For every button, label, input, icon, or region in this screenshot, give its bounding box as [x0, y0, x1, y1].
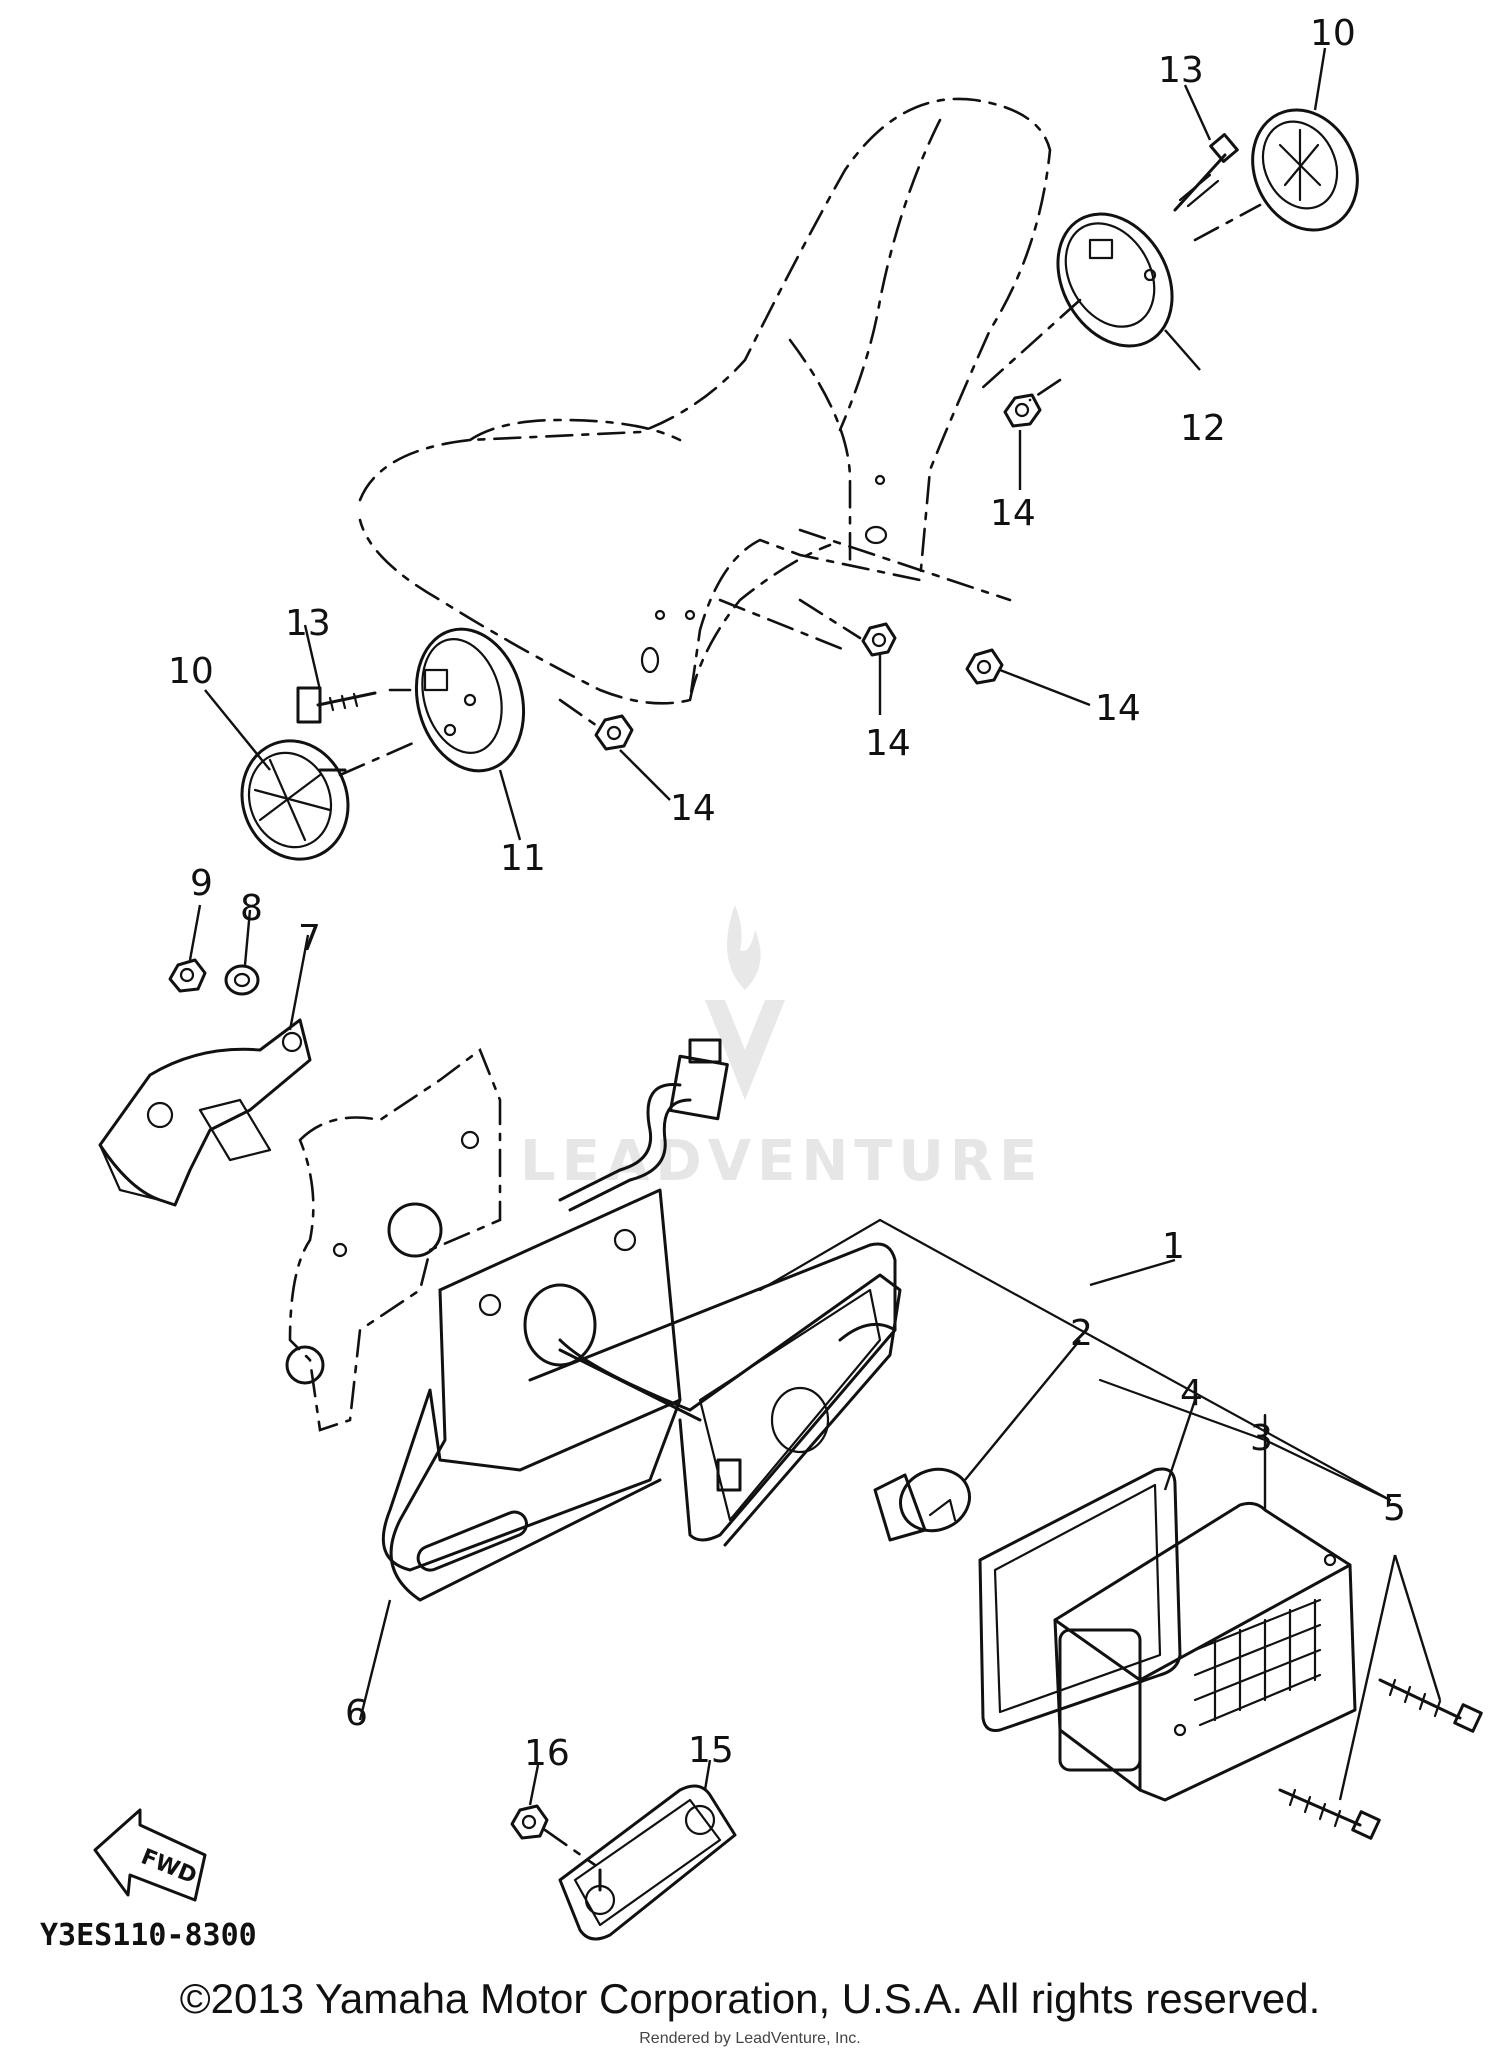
label-part-2: 2 — [1070, 1313, 1093, 1354]
rendered-by-note: Rendered by LeadVenture, Inc. — [639, 2030, 861, 2047]
label-part-9: 9 — [190, 863, 213, 904]
label-part-14-b: 14 — [670, 788, 716, 829]
label-part-13-right: 13 — [1158, 50, 1204, 91]
plate-bracket-6 — [381, 1188, 682, 1602]
label-part-15: 15 — [688, 1730, 734, 1771]
nut-16 — [510, 1804, 597, 1867]
label-part-1: 1 — [1162, 1226, 1185, 1267]
label-part-11: 11 — [500, 838, 546, 879]
label-part-10-right: 10 — [1310, 13, 1356, 54]
label-part-14-d: 14 — [1095, 688, 1141, 729]
figure-code: Y3ES110-8300 — [40, 1918, 257, 1953]
tail-light-housing-1 — [528, 1242, 902, 1547]
nut-14-left — [558, 698, 634, 751]
fwd-arrow-icon: FWD — [93, 1808, 207, 1902]
watermark-text: LEADVENTURE — [520, 1129, 1043, 1194]
lens-3 — [1053, 1501, 1357, 1802]
copyright-notice: ©2013 Yamaha Motor Corporation, U.S.A. A… — [179, 1975, 1321, 2022]
label-part-14-c: 14 — [865, 723, 911, 764]
label-part-3: 3 — [1250, 1418, 1273, 1459]
nut-14-middle — [798, 598, 897, 657]
part-number-labels: 10 13 12 14 13 10 11 14 14 14 9 8 7 1 2 … — [168, 13, 1406, 1774]
left-turn-signal — [240, 627, 526, 861]
frame-bracket — [285, 1047, 502, 1432]
washer-8 — [224, 964, 260, 996]
label-part-14-a: 14 — [990, 493, 1036, 534]
label-part-16: 16 — [524, 1733, 570, 1774]
nut-14-right — [965, 648, 1004, 685]
label-part-8: 8 — [240, 888, 263, 929]
label-part-12: 12 — [1180, 408, 1226, 449]
screws-5 — [1278, 1678, 1483, 1840]
label-part-4: 4 — [1180, 1373, 1203, 1414]
nut-14-upper — [1003, 393, 1042, 428]
label-part-7: 7 — [298, 918, 321, 959]
reflector-15 — [558, 1784, 737, 1941]
rear-fender — [358, 97, 1052, 705]
leader-lines — [188, 47, 1442, 1806]
bracket-7 — [98, 1018, 312, 1207]
wire-connector — [558, 1038, 729, 1212]
label-part-6: 6 — [345, 1693, 368, 1734]
bulb-2 — [873, 1467, 971, 1542]
label-part-5: 5 — [1383, 1488, 1406, 1529]
right-turn-signal — [978, 108, 1359, 402]
gasket-4 — [978, 1467, 1182, 1732]
nut-9 — [168, 958, 207, 993]
leadventure-watermark: LEADVENTURE — [520, 905, 1043, 1194]
label-part-13-left: 13 — [285, 603, 331, 644]
label-part-10-left: 10 — [168, 651, 214, 692]
